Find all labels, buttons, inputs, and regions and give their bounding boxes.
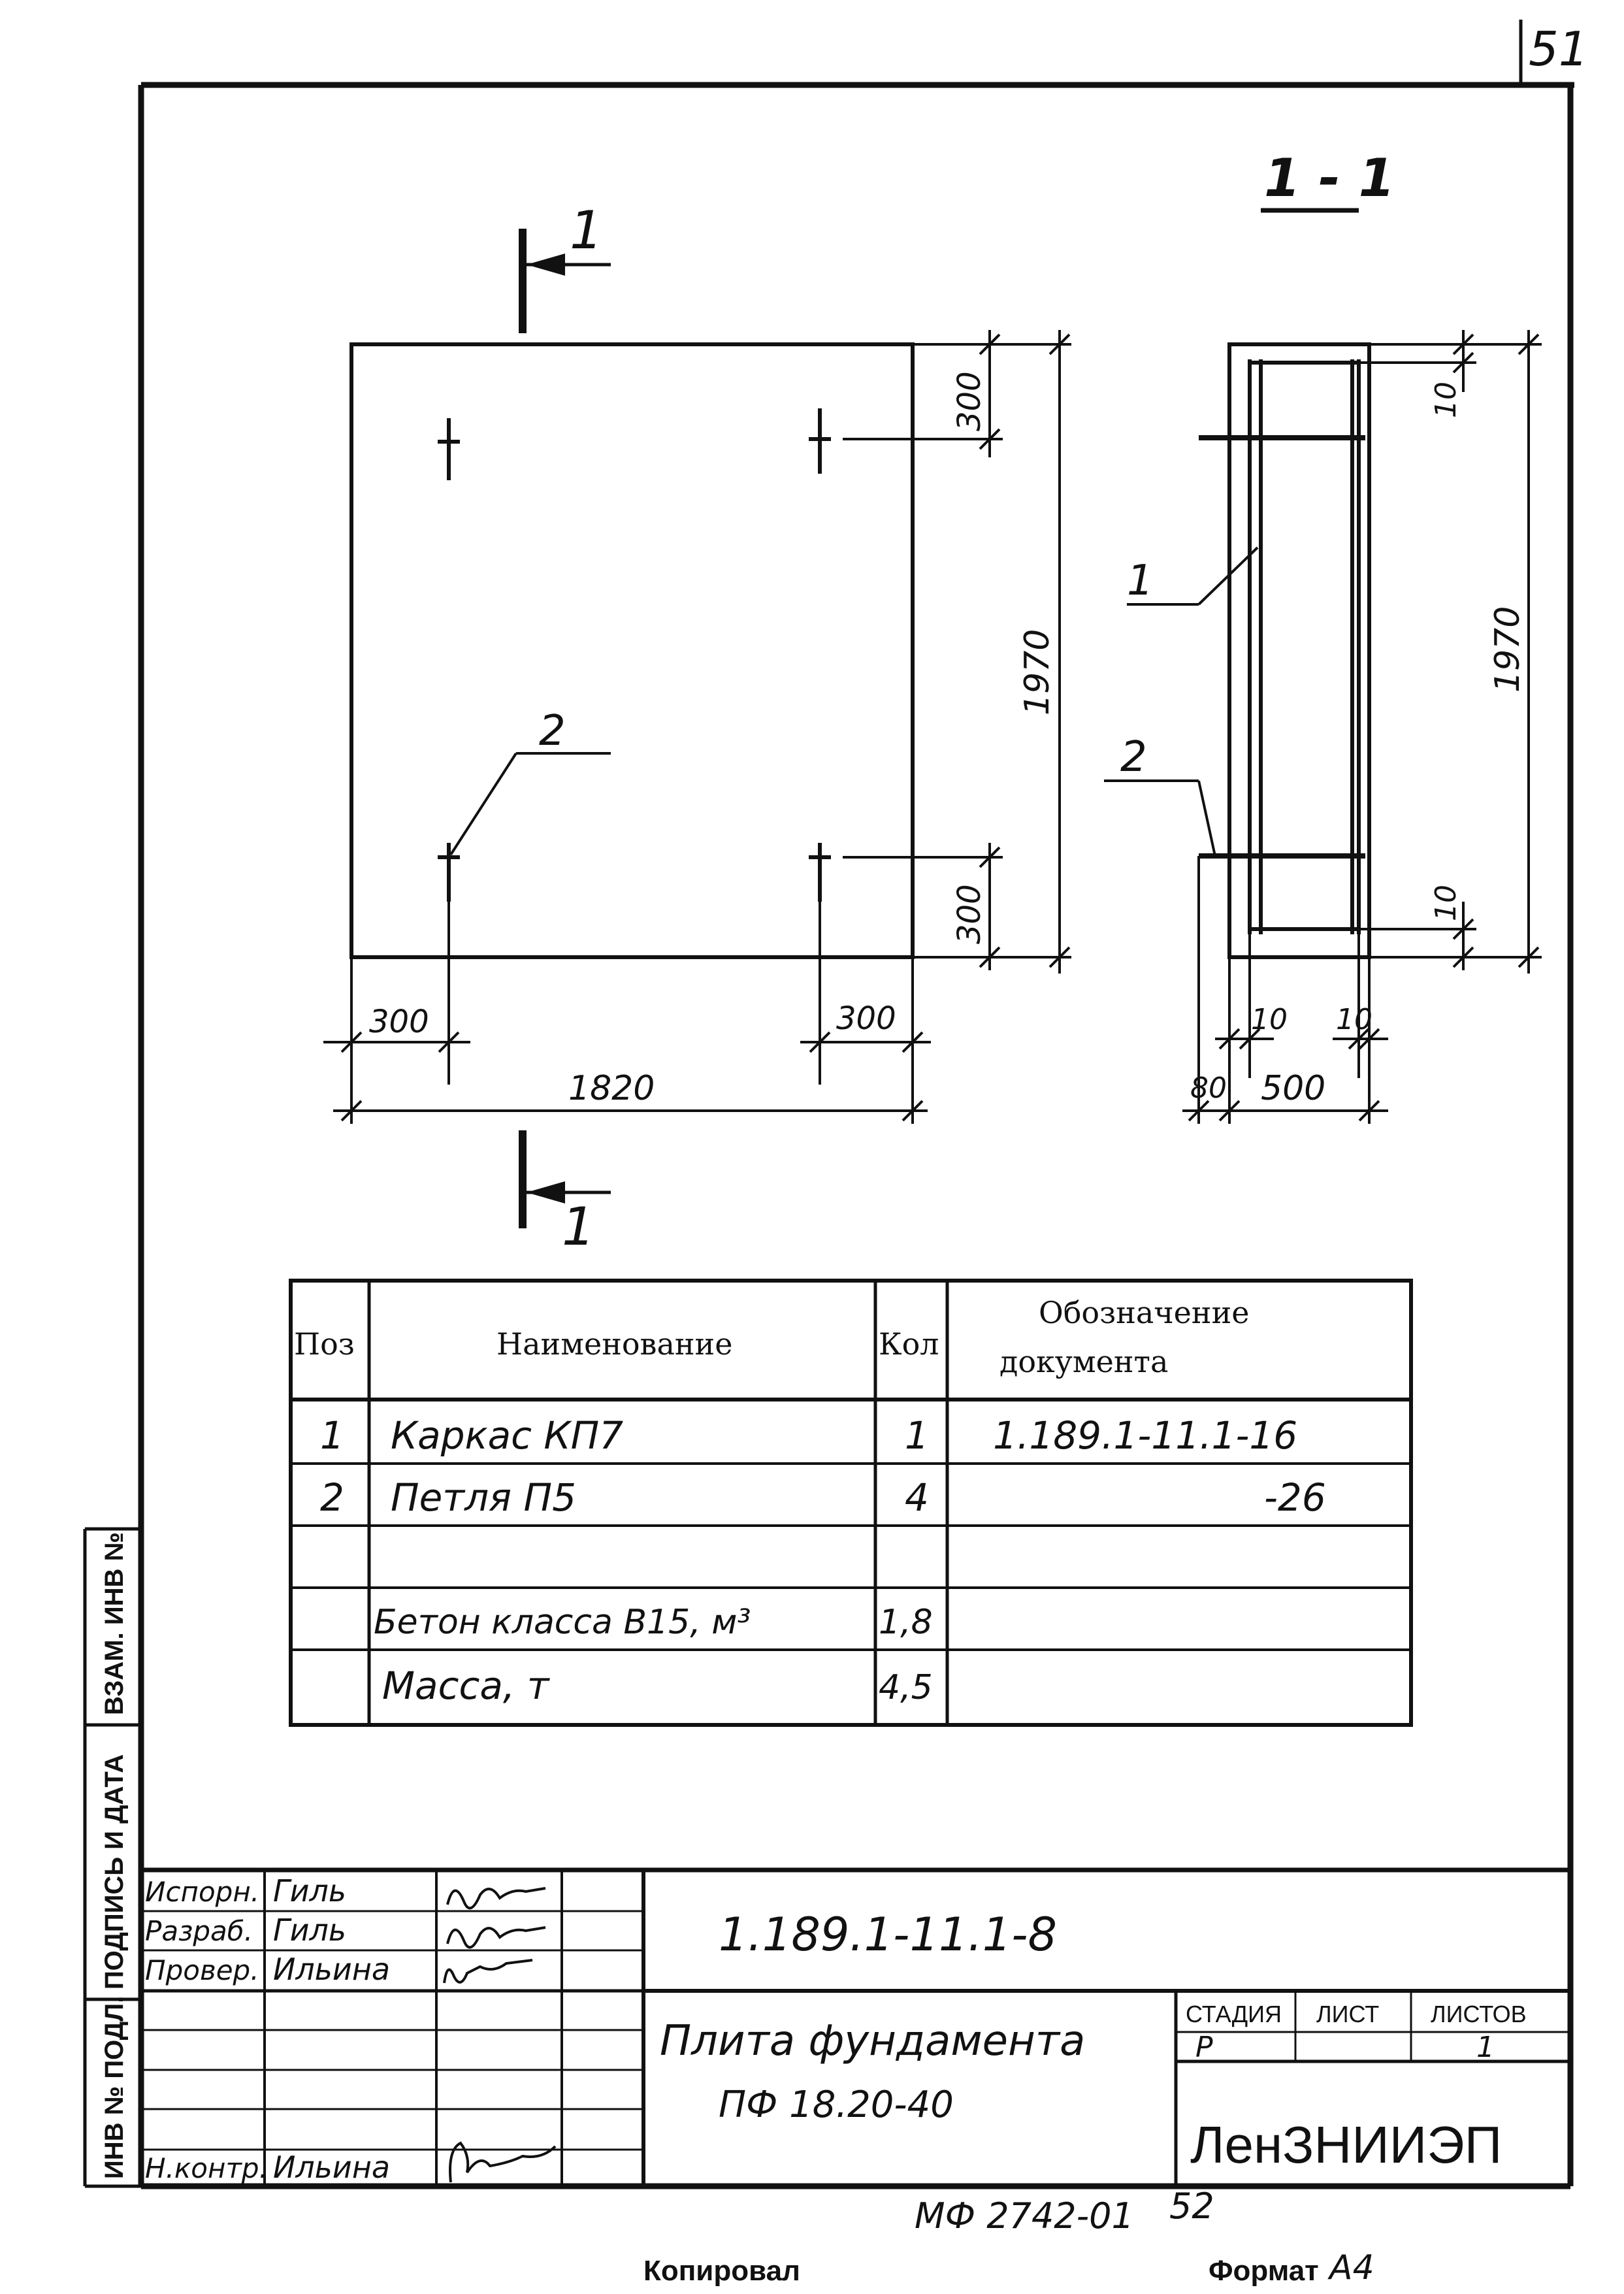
- signature-scribbles: [443, 1887, 557, 2183]
- cut-mark-bottom-label: 1: [562, 1196, 595, 1257]
- section-dimension-lines: [1182, 330, 1542, 1124]
- margin-strip: [83, 1527, 141, 2188]
- title-role-row: Н.контр. Ильина: [145, 2150, 390, 2185]
- plan-dim-left-offset: 300: [369, 1004, 429, 1040]
- section-loops: [1199, 435, 1365, 859]
- sheet-header: ЛИСТ: [1316, 2001, 1379, 2027]
- title-role-row: Испорн. Гиль: [145, 1873, 346, 1909]
- spec-header-doc-line1: Обозначение: [1039, 1295, 1249, 1330]
- title-role: Н.контр.: [145, 2152, 268, 2184]
- section-callout-leaders: [1104, 546, 1259, 857]
- plan-dim-width: 1820: [568, 1069, 655, 1108]
- spec-cell-doc: -26: [1264, 1475, 1326, 1520]
- spec-header-doc-line2: документа: [999, 1344, 1168, 1379]
- sheet-number: 51: [1529, 22, 1589, 76]
- spec-cell-pos: 2: [320, 1475, 344, 1520]
- copied-label: Копировал: [643, 2255, 800, 2287]
- title-line-2: ПФ 18.20-40: [719, 2084, 954, 2126]
- spec-cell-doc: 1.189.1-11.1-16: [993, 1413, 1297, 1458]
- format-label: Формат: [1209, 2255, 1319, 2287]
- spec-header-pos: Поз: [294, 1326, 355, 1362]
- sheets-value: 1: [1476, 2031, 1495, 2064]
- spec-row: 2 Петля П5 4 -26: [320, 1475, 1326, 1520]
- section-callout-2: 2: [1120, 733, 1147, 781]
- section-dim-top-cover: 10: [1429, 382, 1463, 418]
- slab-section-outline: [1227, 342, 1371, 959]
- spec-cell-qty: 4: [905, 1475, 929, 1520]
- cut-mark-top-label: 1: [570, 200, 603, 261]
- stage-header: СТАДИЯ: [1186, 2001, 1282, 2027]
- spec-cell-qty: 1: [905, 1413, 929, 1458]
- title-role: Провер.: [145, 1954, 259, 1986]
- spec-cell-pos: 1: [320, 1413, 344, 1458]
- spec-cell-name: Бетон класса В15, м³: [374, 1603, 751, 1642]
- cut-mark-bottom: [519, 1130, 611, 1228]
- organization-name: ЛенЗНИИЭП: [1190, 2116, 1502, 2174]
- format-value: А4: [1327, 2248, 1374, 2287]
- title-block-grid: [141, 1867, 1570, 2186]
- section-dim-right-cover: 10: [1336, 1003, 1372, 1036]
- margin-label-inv-zam: ВЗАМ. ИНВ №: [100, 1532, 129, 1715]
- plan-dim-height: 1970: [1018, 629, 1057, 715]
- spec-cell-qty: 4,5: [879, 1668, 933, 1707]
- title-role: Испорн.: [145, 1876, 259, 1908]
- spec-cell-name: Петля П5: [391, 1475, 576, 1520]
- spec-cell-name: Каркас КП7: [391, 1413, 623, 1458]
- plan-dim-top-offset: 300: [951, 371, 988, 431]
- spec-row: Масса, т 4,5: [382, 1663, 933, 1708]
- spec-cell-qty: 1,8: [879, 1603, 933, 1642]
- stage-value: Р: [1195, 2031, 1213, 2064]
- section-label: 1 - 1: [1264, 148, 1395, 208]
- spec-cell-name: Масса, т: [382, 1663, 551, 1708]
- cut-mark-top: [519, 229, 611, 333]
- section-dim-height: 1970: [1488, 606, 1527, 693]
- title-role: Разраб.: [145, 1915, 253, 1947]
- section-dim-left-cover: 10: [1251, 1003, 1288, 1036]
- title-role-name: Ильина: [273, 1952, 390, 1987]
- footer-page-number: 52: [1169, 2186, 1214, 2227]
- plan-callout-2: 2: [539, 707, 566, 755]
- plan-dim-right-offset: 300: [836, 1000, 896, 1037]
- spec-row: Бетон класса В15, м³ 1,8: [374, 1603, 933, 1642]
- title-role-name: Гиль: [273, 1912, 346, 1948]
- spec-table: [289, 1279, 1413, 1727]
- archive-code: МФ 2742-01: [915, 2195, 1134, 2237]
- slab-plan-outline: [349, 342, 915, 959]
- spec-header-qty: Кол: [879, 1326, 939, 1362]
- spec-row: 1 Каркас КП7 1 1.189.1-11.1-16: [320, 1413, 1297, 1458]
- section-dim-bottom-cover: 10: [1429, 885, 1463, 921]
- title-role-row: Разраб. Гиль: [145, 1912, 346, 1948]
- title-role-name: Ильина: [273, 2150, 390, 2185]
- sheet-frame: [138, 20, 1574, 2189]
- plan-loop-marks: [438, 408, 831, 902]
- section-dim-thickness: 500: [1261, 1069, 1325, 1108]
- sheets-header: ЛИСТОВ: [1431, 2001, 1527, 2027]
- section-dim-projection: 80: [1190, 1072, 1227, 1105]
- title-line-1: Плита фундамента: [660, 2017, 1085, 2065]
- plan-callout-leader: [449, 752, 611, 856]
- title-role-row: Провер. Ильина: [145, 1952, 390, 1987]
- margin-label-sign-date: ПОДПИСЬ И ДАТА: [100, 1754, 129, 1990]
- title-doc-code: 1.189.1-11.1-8: [719, 1908, 1057, 1961]
- title-role-name: Гиль: [273, 1873, 346, 1909]
- section-callout-1: 1: [1127, 557, 1154, 605]
- margin-label-inv-podl: ИНВ № ПОДЛ.: [100, 1996, 129, 2179]
- spec-header-name: Наименование: [496, 1326, 732, 1362]
- plan-dim-bottom-offset: 300: [951, 884, 988, 944]
- plan-dimension-lines: [323, 330, 1071, 1124]
